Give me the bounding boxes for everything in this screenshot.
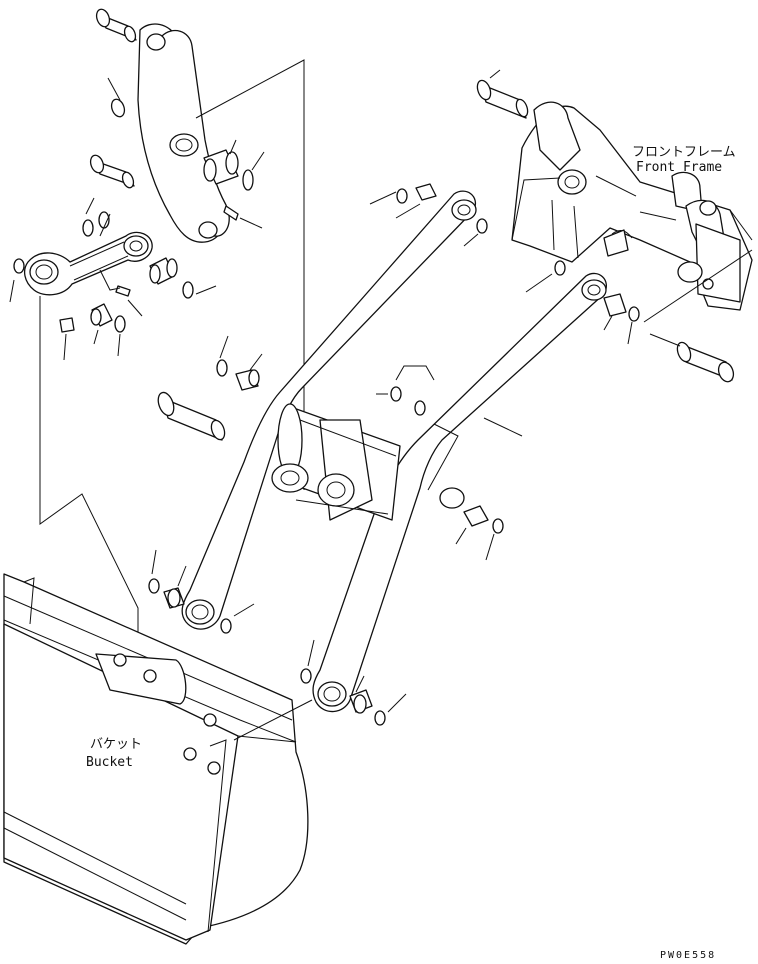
- bucket-label-jp: バケット: [90, 737, 142, 752]
- tilt-link: [23, 231, 153, 296]
- boom-pin-bushings: [439, 260, 640, 561]
- pin-boom: [157, 391, 226, 441]
- grease-fitting: [223, 205, 263, 229]
- link-bushing-right: [149, 257, 217, 299]
- cross-tube-rings: [376, 365, 459, 491]
- bucket-pin-bushings: [148, 549, 407, 726]
- front-frame: [511, 101, 753, 311]
- cross-tube: [271, 403, 401, 521]
- drawing-code: PW0E558: [660, 950, 716, 961]
- bell-crank: [137, 23, 230, 243]
- link-fitting: [99, 269, 143, 317]
- o-ring: [13, 258, 25, 274]
- front-frame-label-jp: フロントフレーム: [632, 145, 736, 160]
- lift-arm-left: [181, 190, 477, 630]
- boom-rings-upper: [216, 183, 488, 391]
- front-frame-label-en: Front Frame: [636, 160, 722, 175]
- frame-pin-top: [476, 69, 529, 119]
- bushing-crank: [203, 139, 265, 191]
- pin-mid: [89, 154, 135, 189]
- frame-pin-bottom: [649, 333, 735, 383]
- link-bushing-lower: [59, 303, 126, 361]
- leader-line: [729, 209, 753, 241]
- lift-arm-right: [312, 272, 607, 713]
- leader-line: [195, 59, 305, 490]
- leader-line: [643, 249, 753, 323]
- bucket-label-en: Bucket: [86, 755, 133, 770]
- link-rings-top: [82, 197, 111, 237]
- pin-top: [95, 8, 137, 43]
- o-ring: [110, 98, 126, 118]
- leader-line: [39, 296, 139, 658]
- bucket: [3, 573, 313, 945]
